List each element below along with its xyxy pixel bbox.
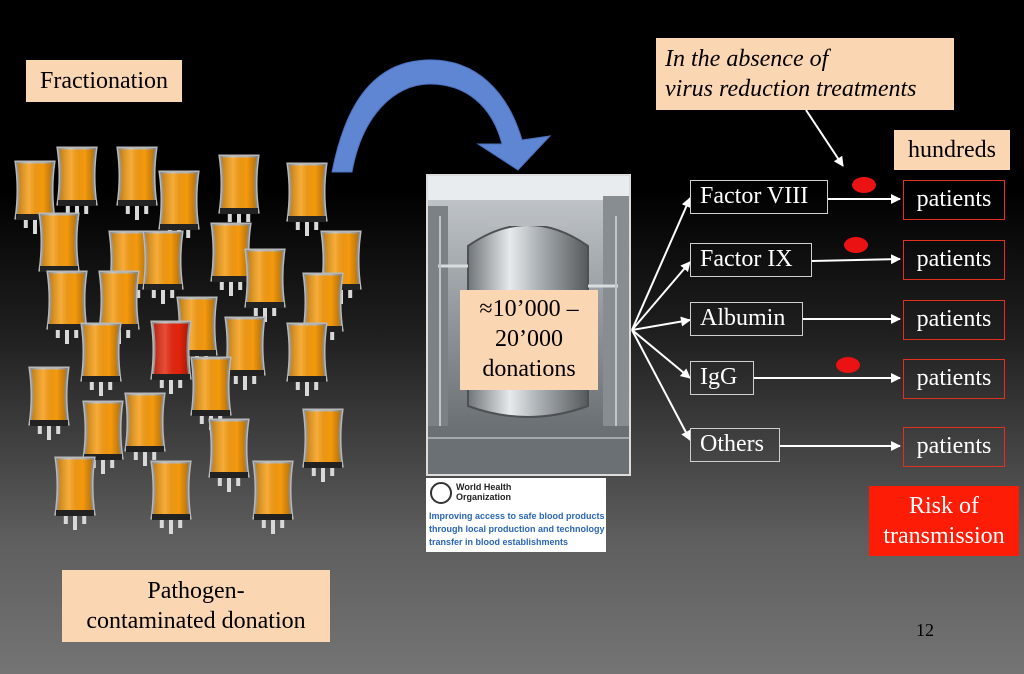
donations-line1: ≈10’000 – xyxy=(479,296,579,322)
fan-line-others xyxy=(631,329,691,441)
blood-bag-24 xyxy=(208,418,250,492)
blood-bag-16 xyxy=(224,316,266,390)
fan-line-albumin xyxy=(631,316,691,331)
fan-line-factor-viii xyxy=(631,197,691,331)
fan-line-factor-ix xyxy=(631,261,691,331)
arrow-absence-to-dot xyxy=(805,109,844,167)
donations-line3: donations xyxy=(482,356,576,382)
pathogen-label-line1: Pathogen- xyxy=(147,578,245,604)
patients-igg: patients xyxy=(903,359,1005,399)
blood-bag-19 xyxy=(286,322,328,396)
risk-line2: transmission xyxy=(883,523,1005,549)
patients-others: patients xyxy=(903,427,1005,467)
pathogen-contaminated-label: Pathogen- contaminated donation xyxy=(62,570,330,642)
blood-bag-21 xyxy=(190,356,232,430)
patients-albumin: patients xyxy=(903,300,1005,340)
blood-bag-20 xyxy=(28,366,70,440)
blood-bag-25 xyxy=(302,408,344,482)
risk-dot-igg xyxy=(836,357,860,373)
patients-factor-ix: patients xyxy=(903,240,1005,280)
blood-bag-26 xyxy=(54,456,96,530)
arrow-factor-ix-patients xyxy=(811,254,901,265)
blood-bag-27 xyxy=(150,460,192,534)
blood-bag-28 xyxy=(252,460,294,534)
blood-bag-5 xyxy=(218,154,260,228)
donations-line2: 20’000 xyxy=(495,326,563,352)
who-caption-line3: transfer in blood establishments xyxy=(429,537,569,547)
absence-of-treatment-label: In the absence of virus reduction treatm… xyxy=(656,38,954,110)
absence-line2: virus reduction treatments xyxy=(665,76,917,102)
blood-bag-11 xyxy=(244,248,286,322)
fan-line-igg xyxy=(631,329,691,379)
product-albumin: Albumin xyxy=(690,302,803,336)
pathogen-label-line2: contaminated donation xyxy=(86,608,306,634)
who-caption-line2: through local production and technology xyxy=(429,524,605,534)
blood-bag-10 xyxy=(210,222,252,296)
absence-line1: In the absence of xyxy=(665,46,829,72)
risk-of-transmission-label: Risk of transmission xyxy=(869,486,1019,556)
blood-bag-6 xyxy=(286,162,328,236)
blood-bag-2 xyxy=(56,146,98,220)
fractionation-label: Fractionation xyxy=(26,60,182,102)
who-name-line2: Organization xyxy=(456,492,512,502)
who-caption-line1: Improving access to safe blood products xyxy=(429,511,605,521)
blood-bag-23 xyxy=(124,392,166,466)
hundreds-label: hundreds xyxy=(894,130,1010,170)
donations-count-label: ≈10’000 – 20’000 donations xyxy=(460,290,598,390)
who-caption: Improving access to safe blood products … xyxy=(429,510,605,549)
risk-line1: Risk of xyxy=(908,493,979,519)
patients-factor-viii: patients xyxy=(903,180,1005,220)
blood-bag-3 xyxy=(116,146,158,220)
who-name-line1: World Health xyxy=(456,482,512,492)
risk-dot-factor-ix xyxy=(844,237,868,253)
who-name: World Health Organization xyxy=(456,482,511,502)
slide-number: 12 xyxy=(916,620,934,640)
product-others: Others xyxy=(690,428,780,462)
product-factor-viii: Factor VIII xyxy=(690,180,828,214)
blood-bag-9 xyxy=(142,230,184,304)
curved-arrow-shape xyxy=(331,59,552,173)
blood-bag-18 xyxy=(80,322,122,396)
contaminated-blood-bag xyxy=(150,320,192,394)
product-igg: IgG xyxy=(690,361,754,395)
who-reference: World Health Organization Improving acce… xyxy=(426,478,606,552)
blood-bag-22 xyxy=(82,400,124,474)
who-emblem-icon xyxy=(430,482,452,504)
product-factor-ix: Factor IX xyxy=(690,243,812,277)
risk-dot-factor-viii xyxy=(852,177,876,193)
